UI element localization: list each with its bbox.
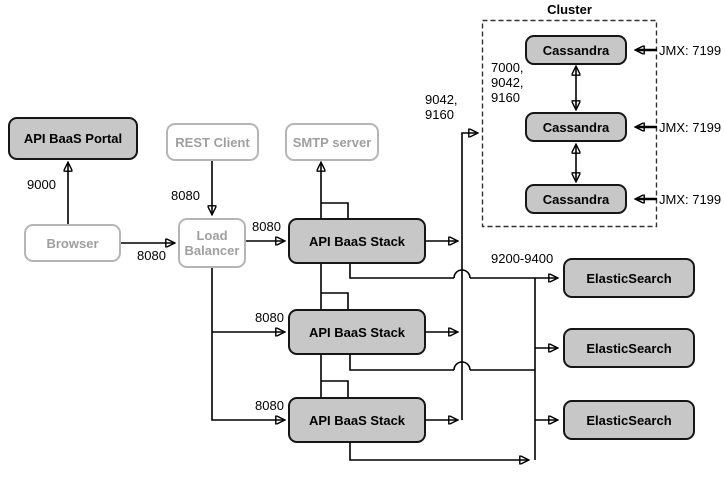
- elasticsearch1-node: ElasticSearch: [563, 258, 695, 298]
- port-label-9042-9160: 9042, 9160: [425, 92, 458, 122]
- staple-stack3-smtp: [321, 380, 349, 397]
- cluster-title: Cluster: [547, 2, 592, 17]
- cassandra2-node: Cassandra: [525, 112, 627, 142]
- edge-stack2-to-es: [349, 355, 454, 371]
- wire-hop-1: [453, 269, 471, 279]
- api-baas-portal-node: API BaaS Portal: [8, 117, 138, 160]
- jmx-label-2: JMX: 7199: [659, 120, 722, 135]
- port-label-8080-rest: 8080: [171, 188, 200, 203]
- port-label-8080-browser: 8080: [137, 248, 166, 263]
- rest-client-node: REST Client: [166, 123, 259, 161]
- jmx-label-1: JMX: 7199: [659, 43, 722, 58]
- port-label-8080-stack2: 8080: [255, 310, 284, 325]
- elasticsearch3-node: ElasticSearch: [563, 400, 695, 440]
- cassandra3-node: Cassandra: [525, 184, 627, 214]
- api-baas-stack2-node: API BaaS Stack: [288, 309, 426, 355]
- port-label-8080-stack3: 8080: [255, 398, 284, 413]
- port-label-9000: 9000: [27, 177, 56, 192]
- jmx-label-3: JMX: 7199: [659, 192, 722, 207]
- api-baas-stack3-node: API BaaS Stack: [288, 397, 426, 443]
- trunk-to-cassandra-cluster: [461, 133, 476, 420]
- load-balancer-node: Load Balancer: [178, 218, 246, 268]
- port-label-7000-9042-9160: 7000, 9042, 9160: [491, 60, 524, 105]
- cassandra1-node: Cassandra: [525, 35, 627, 65]
- wire-hop-2: [453, 361, 471, 371]
- edge-stack3-to-es: [349, 443, 527, 460]
- staple-stack2-smtp: [321, 292, 349, 309]
- browser-node: Browser: [24, 224, 121, 262]
- elasticsearch2-node: ElasticSearch: [563, 328, 695, 368]
- port-label-8080-stack1: 8080: [252, 219, 281, 234]
- smtp-server-node: SMTP server: [285, 123, 379, 161]
- port-label-9200-9400: 9200-9400: [491, 251, 554, 266]
- api-baas-stack1-node: API BaaS Stack: [288, 218, 426, 264]
- staple-stack1-smtp: [321, 202, 349, 218]
- edge-stack1-to-es: [349, 264, 454, 279]
